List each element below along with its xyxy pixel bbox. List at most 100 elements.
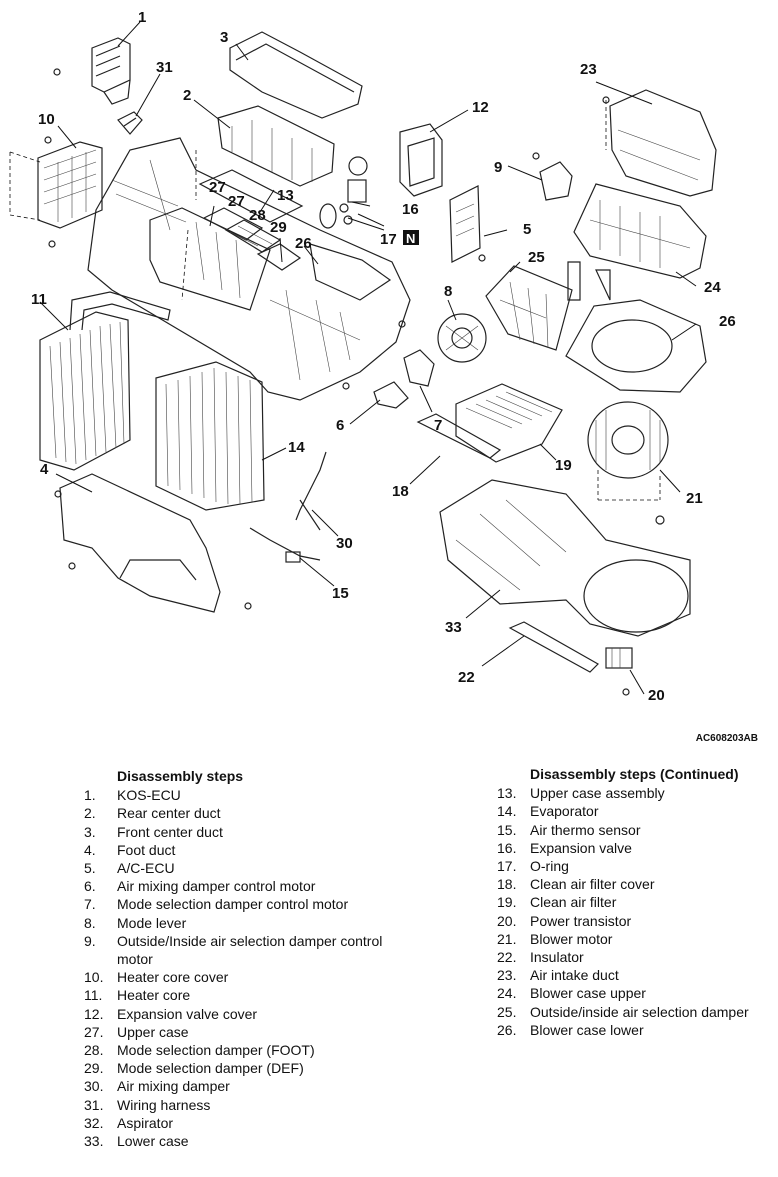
step-item: 15.Air thermo sensor [497, 821, 777, 839]
step-item: 6.Air mixing damper control motor [84, 877, 384, 895]
step-item: 16.Expansion valve [497, 839, 777, 857]
part-outside-inside-damper-motor [532, 152, 573, 201]
callout-9: 9 [494, 159, 502, 176]
step-number: 32. [84, 1114, 104, 1131]
step-number: 27. [84, 1023, 104, 1040]
callout-17: 17 [380, 231, 397, 248]
step-text: KOS-ECU [117, 787, 181, 804]
figure-code: AC608203AB [695, 733, 758, 744]
step-text: Lower case [117, 1133, 189, 1150]
step-number: 25. [497, 1003, 517, 1020]
step-number: 15. [497, 821, 517, 838]
step-item: 28.Mode selection damper (FOOT) [84, 1041, 384, 1059]
step-item: 33. Lower case [84, 1132, 384, 1150]
step-item: 20.Power transistor [497, 912, 777, 930]
step-text: Front center duct [117, 823, 223, 840]
callout-2: 2 [183, 87, 191, 104]
step-number: 18. [497, 876, 517, 893]
part-aspirator [117, 111, 143, 135]
callout-16: 16 [402, 201, 419, 218]
step-item: 30.Air mixing damper [84, 1077, 384, 1095]
callout-8: 8 [444, 283, 452, 300]
part-blower-case-upper [573, 183, 707, 279]
part-front-center-duct [229, 31, 363, 119]
part-heater-core-cover [9, 136, 103, 248]
callout-3: 3 [220, 29, 228, 46]
step-number: 23. [497, 967, 517, 984]
step-text: Air intake duct [530, 967, 619, 984]
part-damper-motors [342, 320, 435, 409]
step-item: 14.Evaporator [497, 802, 777, 820]
callout-29: 28 [249, 207, 266, 224]
step-number: 33. [84, 1133, 104, 1150]
step-text: Outside/Inside air selection damper cont… [117, 932, 383, 968]
callout-21: 21 [686, 490, 703, 507]
part-clean-air-filter [416, 383, 563, 463]
part-expansion-valve-cover [399, 123, 443, 197]
step-item: 22.Insulator [497, 948, 777, 966]
callout-labels: 1 31 3 2 10 12 9 23 13 27 27 28 29 26 16… [31, 9, 736, 704]
callout-25: 25 [528, 249, 545, 266]
step-text: Heater core cover [117, 969, 229, 986]
step-item: 12.Expansion valve cover [84, 1005, 384, 1023]
step-text: Upper case [117, 1023, 189, 1040]
step-number: 11. [84, 987, 103, 1004]
step-number: 29. [84, 1060, 104, 1077]
step-text: O-ring [530, 858, 569, 875]
step-item: 32. Aspirator [84, 1114, 384, 1132]
n-badge: N [406, 231, 415, 246]
callout-27a: 27 [209, 179, 226, 196]
step-item: 10.Heater core cover [84, 968, 384, 986]
step-item: 19.Clean air filter [497, 893, 777, 911]
step-text: Expansion valve [530, 839, 632, 856]
step-item: 18.Clean air filter cover [497, 875, 777, 893]
step-number: 4. [84, 841, 96, 858]
callout-23: 23 [580, 61, 597, 78]
callout-22: 22 [458, 669, 475, 686]
part-lower-case [439, 479, 691, 637]
exploded-parts-diagram: 1 31 3 2 10 12 9 23 13 27 27 28 29 26 16… [9, 9, 736, 704]
step-number: 7. [84, 896, 96, 913]
callout-1: 1 [138, 9, 146, 26]
step-text: A/C-ECU [117, 860, 175, 877]
step-number: 19. [497, 894, 517, 911]
part-blower-case-lower [565, 261, 707, 393]
step-item: 23. Air intake duct [497, 966, 777, 984]
part-kos-ecu [53, 37, 131, 105]
step-text: Air mixing damper control motor [117, 878, 316, 895]
step-text: Mode lever [117, 914, 187, 931]
step-text: Foot duct [117, 841, 176, 858]
step-text: Aspirator [117, 1114, 174, 1131]
part-insulator [508, 621, 599, 673]
callout-32: 31 [156, 59, 173, 76]
step-number: 2. [84, 805, 96, 822]
step-number: 31. [84, 1096, 104, 1113]
step-text: Air mixing damper [117, 1078, 230, 1095]
step-item: 31.Wiring harness [84, 1096, 384, 1114]
callout-14: 14 [288, 439, 305, 456]
step-item: 2.Rear center duct [84, 804, 384, 822]
step-text: Insulator [530, 949, 584, 966]
callout-10: 10 [38, 111, 55, 128]
part-ac-ecu [449, 185, 486, 263]
step-item: 26.Blower case lower [497, 1021, 777, 1039]
step-text: Blower motor [530, 930, 613, 947]
callout-15: 15 [332, 585, 349, 602]
part-evaporator [155, 361, 265, 511]
step-number: 26. [497, 1021, 517, 1038]
callout-5: 5 [523, 221, 531, 238]
step-text: Upper case assembly [530, 785, 665, 802]
step-number: 13. [497, 785, 517, 802]
callout-11: 11 [31, 291, 47, 308]
step-number: 8. [84, 914, 96, 931]
step-item: 11.Heater core [84, 986, 384, 1004]
step-number: 24. [497, 985, 517, 1002]
step-number: 14. [497, 803, 517, 820]
leader-lines [39, 21, 697, 695]
callout-13: 13 [277, 187, 294, 204]
part-foot-duct [54, 473, 252, 613]
step-item: 8. Mode lever [84, 914, 384, 932]
step-number: 17. [497, 858, 517, 875]
step-item: 1.KOS-ECU [84, 786, 384, 804]
